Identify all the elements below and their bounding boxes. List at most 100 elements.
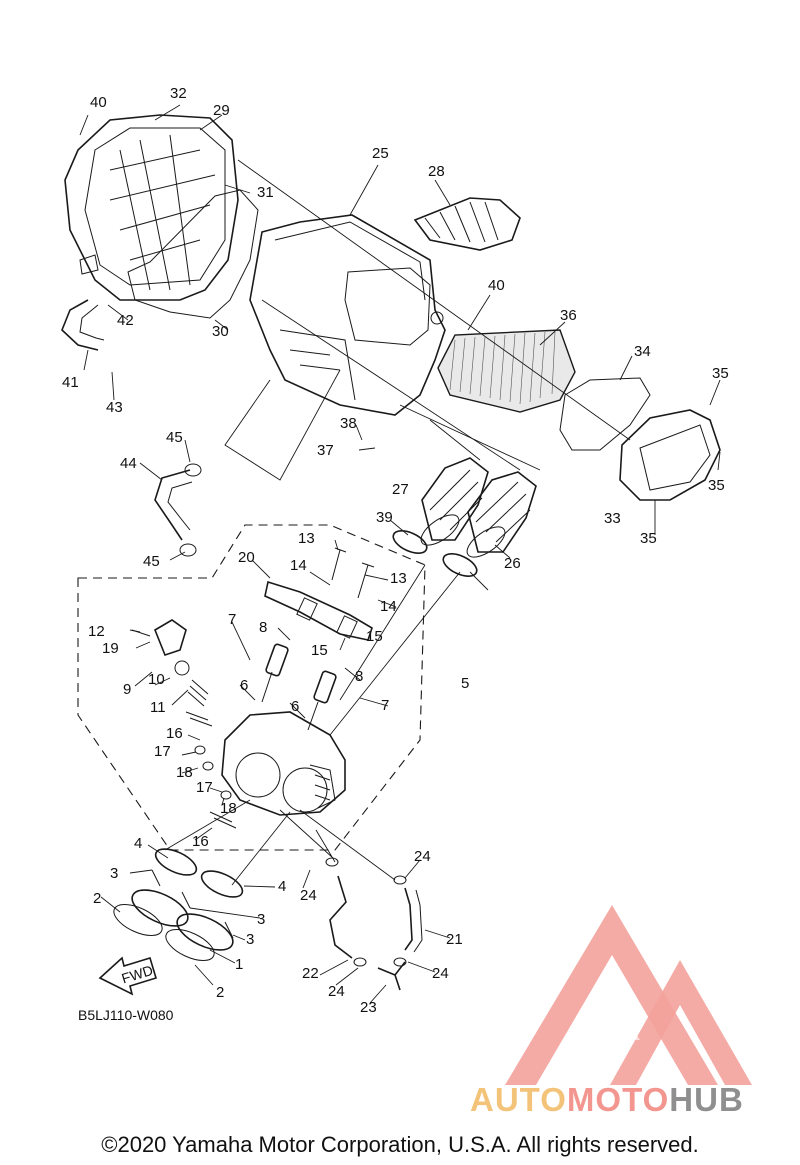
callout-35: 35: [708, 477, 725, 494]
callout-15: 15: [311, 642, 328, 659]
injector-7-left: [261, 643, 289, 703]
callout-16: 16: [192, 833, 209, 850]
callout-numbers: 4032292528314036423034354143383745443527…: [62, 85, 729, 1016]
fwd-arrow: FWD: [98, 956, 157, 996]
callout-2: 2: [93, 890, 101, 907]
callout-10: 10: [148, 671, 165, 688]
callout-6: 6: [240, 677, 248, 694]
injector-7-right: [307, 670, 337, 731]
callout-14: 14: [380, 598, 397, 615]
callout-37: 37: [317, 442, 334, 459]
joint-23: [377, 961, 406, 991]
callout-22: 22: [302, 965, 319, 982]
joint-4-b: [165, 870, 244, 961]
hose-41-inner: [79, 304, 105, 341]
hose-44: [154, 469, 191, 541]
callout-40: 40: [90, 94, 107, 111]
callout-30: 30: [212, 323, 229, 340]
callout-35: 35: [640, 530, 657, 547]
callout-7: 7: [381, 697, 389, 714]
screws-16-18: [185, 711, 237, 829]
bolts-3: [151, 869, 234, 939]
callout-13: 13: [390, 570, 407, 587]
joint-4-a: [113, 848, 198, 936]
callout-8: 8: [259, 619, 267, 636]
clamp-45-b: [179, 543, 197, 557]
callout-16: 16: [166, 725, 183, 742]
callout-13: 13: [298, 530, 315, 547]
callout-43: 43: [106, 399, 123, 416]
callout-24: 24: [300, 887, 317, 904]
brand-part-1: AUTO: [470, 1081, 567, 1118]
callout-18: 18: [176, 764, 193, 781]
callout-11: 11: [150, 699, 166, 716]
callout-4: 4: [134, 835, 142, 852]
duct-28: [413, 197, 521, 251]
callout-35: 35: [712, 365, 729, 382]
callout-24: 24: [414, 848, 431, 865]
bolt-13-a: [331, 547, 347, 581]
assembly-5-boundary: [77, 524, 426, 851]
callout-23: 23: [360, 999, 377, 1016]
hose-41: [61, 299, 99, 351]
drawing-code: B5LJ110-W080: [78, 1007, 174, 1023]
hose-44-inner: [167, 481, 193, 531]
callout-12: 12: [88, 623, 105, 640]
callout-39: 39: [376, 509, 393, 526]
airbox-cover: [64, 114, 239, 301]
callout-27: 27: [392, 481, 409, 498]
intake-funnel-27: [420, 457, 489, 546]
callout-14: 14: [290, 557, 307, 574]
callout-28: 28: [428, 163, 445, 180]
callout-6: 6: [291, 698, 299, 715]
callout-18: 18: [220, 800, 237, 817]
intake-funnel-26: [466, 471, 537, 558]
callout-4: 4: [278, 878, 286, 895]
callout-42: 42: [117, 312, 134, 329]
clip-24-d: [393, 957, 407, 967]
sensor-9: [131, 619, 209, 707]
air-filter-36: [437, 329, 576, 413]
copyright-notice: ©2020 Yamaha Motor Corporation, U.S.A. A…: [101, 1132, 699, 1157]
callout-24: 24: [328, 983, 345, 1000]
callout-5: 5: [461, 675, 469, 692]
joint-39-b: [442, 553, 478, 577]
callout-45: 45: [166, 429, 183, 446]
callout-38: 38: [340, 415, 357, 432]
callout-8: 8: [355, 668, 363, 685]
watermark-logo: [505, 905, 752, 1085]
clip-24-b: [325, 857, 339, 867]
callout-45: 45: [143, 553, 160, 570]
hose-21-b: [413, 889, 423, 953]
callout-19: 19: [102, 640, 119, 657]
callout-17: 17: [154, 743, 171, 760]
gasket-34: [559, 377, 651, 451]
callout-15: 15: [366, 628, 383, 645]
callout-44: 44: [120, 455, 137, 472]
callout-31: 31: [257, 184, 274, 201]
callout-20: 20: [238, 549, 255, 566]
hose-22: [329, 875, 353, 959]
bolt-13-b: [357, 562, 375, 599]
callout-1: 1: [235, 956, 243, 973]
callout-21: 21: [446, 931, 463, 948]
callout-40: 40: [488, 277, 505, 294]
callout-33: 33: [604, 510, 621, 527]
callout-41: 41: [62, 374, 79, 391]
callout-25: 25: [372, 145, 389, 162]
callout-7: 7: [228, 611, 236, 628]
gasket-30: [127, 189, 259, 319]
callout-24: 24: [432, 965, 449, 982]
callout-3: 3: [257, 911, 265, 928]
clamp-45-a: [184, 463, 202, 477]
callout-36: 36: [560, 307, 577, 324]
callout-34: 34: [634, 343, 651, 360]
joint-39-a: [392, 530, 428, 554]
brand-part-2: MOTO: [566, 1081, 670, 1118]
brand-part-3: HUB: [669, 1081, 744, 1118]
callout-29: 29: [213, 102, 230, 119]
callout-26: 26: [504, 555, 521, 572]
airbox-case: [249, 214, 446, 416]
callout-3: 3: [110, 865, 118, 882]
